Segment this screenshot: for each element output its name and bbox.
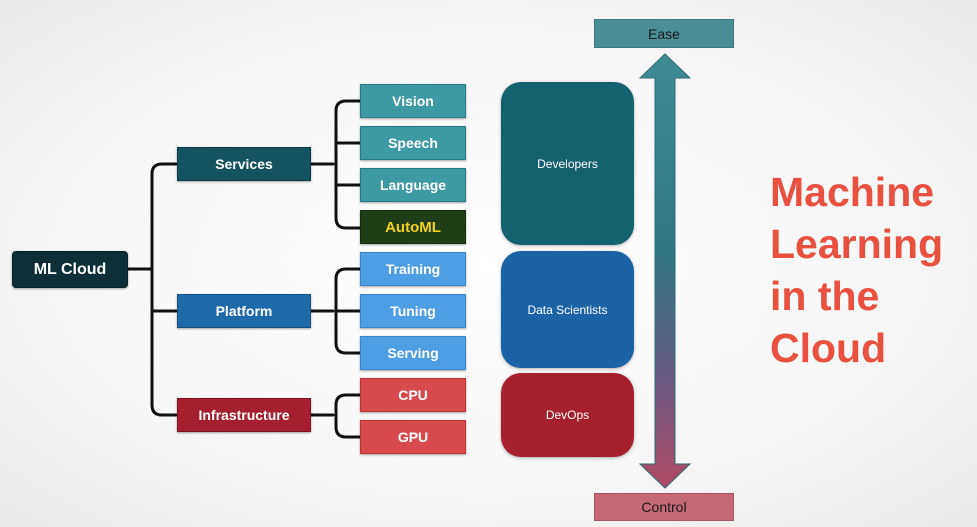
role-developers: Developers [501, 82, 634, 245]
gpu-label: GPU [397, 429, 429, 445]
connector-services [334, 99, 362, 230]
infrastructure-label: Infrastructure [198, 407, 290, 423]
serving-label: Serving [387, 345, 439, 361]
platform-label: Platform [215, 303, 273, 319]
connector-trunk [150, 162, 178, 417]
title-line-4: Cloud [770, 325, 887, 371]
infrastructure-node: Infrastructure [177, 398, 311, 432]
role-data-scientists-label: Data Scientists [527, 302, 608, 317]
vision-node: Vision [360, 84, 466, 118]
vision-label: Vision [392, 93, 434, 109]
language-node: Language [360, 168, 466, 202]
slide-title: Machine Learning in the Cloud [770, 166, 975, 374]
services-label: Services [215, 156, 273, 172]
training-label: Training [385, 261, 441, 277]
root-label: ML Cloud [33, 260, 107, 278]
cpu-node: CPU [360, 378, 466, 412]
cpu-label: CPU [398, 387, 428, 403]
automl-label: AutoML [385, 218, 441, 236]
services-node: Services [177, 147, 311, 181]
title-line-1: Machine [770, 169, 935, 215]
ease-control-arrow [638, 53, 692, 489]
axis-ease-label: Ease [594, 19, 734, 48]
tuning-node: Tuning [360, 294, 466, 328]
role-developers-label: Developers [537, 156, 598, 171]
gpu-node: GPU [360, 420, 466, 454]
language-label: Language [379, 177, 447, 193]
speech-node: Speech [360, 126, 466, 160]
tuning-label: Tuning [390, 303, 436, 319]
serving-node: Serving [360, 336, 466, 370]
automl-node: AutoML [360, 210, 466, 244]
title-line-3: in the [770, 273, 880, 319]
role-data-scientists: Data Scientists [501, 251, 634, 368]
speech-label: Speech [388, 135, 438, 151]
platform-node: Platform [177, 294, 311, 328]
training-node: Training [360, 252, 466, 286]
axis-control-label: Control [594, 493, 734, 521]
role-devops: DevOps [501, 373, 634, 457]
title-line-2: Learning [770, 221, 944, 267]
role-devops-label: DevOps [545, 408, 590, 422]
root-node: ML Cloud [12, 251, 128, 288]
connector-infrastructure [334, 393, 362, 439]
